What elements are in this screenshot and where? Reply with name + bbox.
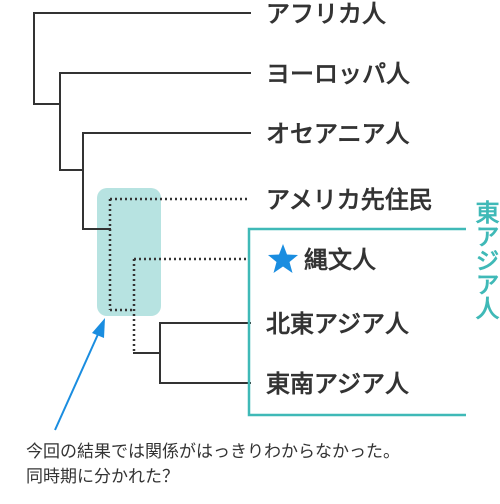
annotation-note: 今回の結果では関係がはっきりわからなかった。 同時期に分かれた？ <box>26 440 496 490</box>
annotation-arrow-head <box>92 318 105 338</box>
label-jomon: 縄文人 <box>304 246 376 274</box>
label-se-asia: 東南アジア人 <box>266 370 409 398</box>
label-africa: アフリカ人 <box>266 0 386 28</box>
annotation-arrow-shaft <box>54 331 100 431</box>
east-asian-bracket <box>247 227 466 417</box>
star-icon <box>268 244 298 273</box>
label-ne-asia: 北東アジア人 <box>266 310 409 338</box>
label-americas: アメリカ先住民 <box>266 186 433 214</box>
solid-branches <box>33 12 251 384</box>
label-europe: ヨーロッパ人 <box>266 60 410 88</box>
east-asian-group-label: 東アジア人 <box>471 200 499 320</box>
annotation-note-line1: 今回の結果では関係がはっきりわからなかった。 <box>26 442 400 462</box>
uncertain-node-highlight <box>97 188 161 316</box>
dotted-branches <box>108 197 250 353</box>
annotation-note-line2: 同時期に分かれた？ <box>26 467 179 487</box>
label-oceania: オセアニア人 <box>266 120 410 148</box>
